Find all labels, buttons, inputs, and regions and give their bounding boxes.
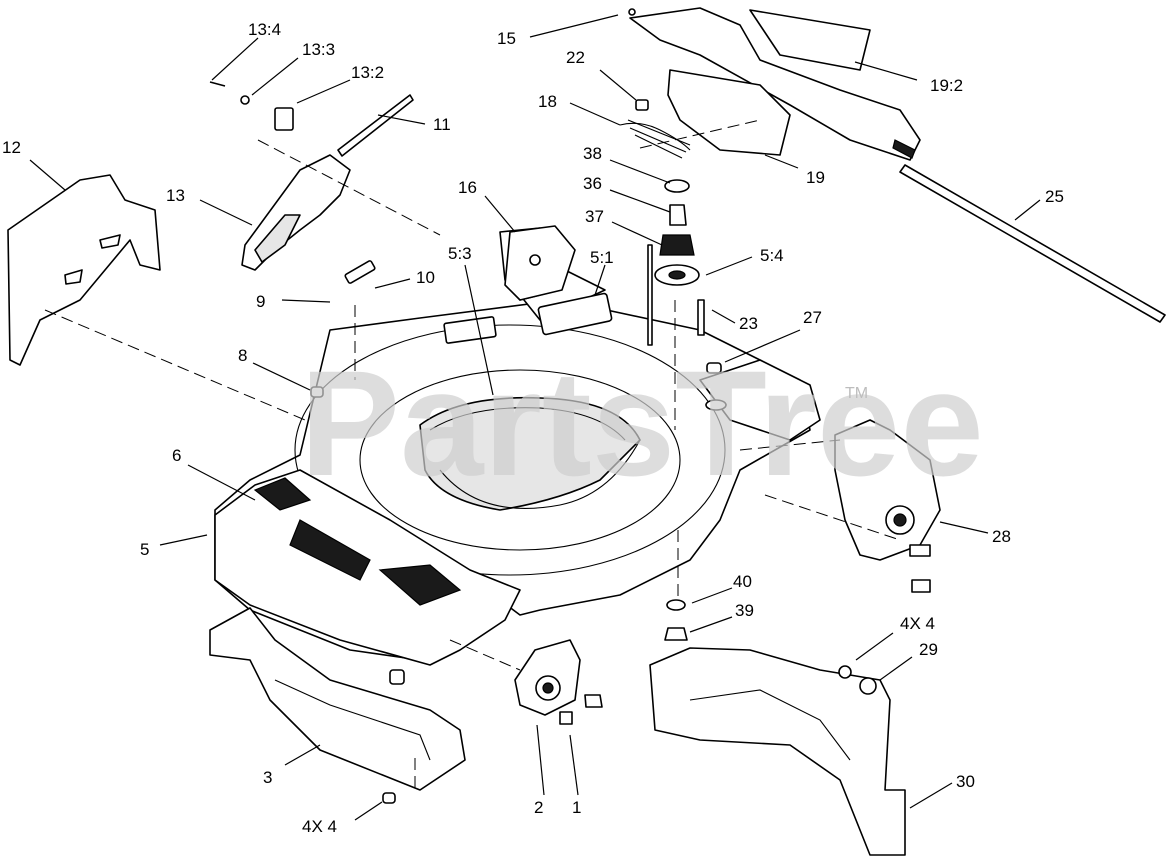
callout-15: 15 (497, 29, 516, 48)
callout-27: 27 (803, 308, 822, 327)
callout-19-2: 19:2 (930, 76, 963, 95)
callout-12: 12 (2, 138, 21, 157)
callout-19: 19 (806, 168, 825, 187)
wheel-bracket-front (514, 639, 603, 725)
watermark-text: PartsTree (300, 339, 984, 507)
callout-13-2: 13:2 (351, 63, 384, 82)
callout-5-1: 5:1 (590, 248, 614, 267)
callout-8: 8 (238, 346, 247, 365)
callout-3: 3 (263, 768, 272, 787)
callout-1: 1 (572, 798, 581, 817)
callout-13: 13 (166, 186, 185, 205)
small-hardware (310, 8, 688, 804)
watermark-trademark: TM (845, 385, 868, 402)
side-discharge-cover (7, 174, 161, 366)
callout-9: 9 (256, 292, 265, 311)
callout-40: 40 (733, 572, 752, 591)
callout-6: 6 (172, 446, 181, 465)
callout-16: 16 (458, 178, 477, 197)
front-baffle (209, 607, 466, 791)
callout-29: 29 (919, 640, 938, 659)
callout-5-4: 5:4 (760, 246, 784, 265)
callout-5-3: 5:3 (448, 244, 472, 263)
rear-bracket (504, 225, 576, 301)
callout-labels: 1 2 3 4X 4 5 5:1 5:3 5:4 6 8 9 10 11 12 … (2, 20, 1064, 836)
watermark: PartsTree TM (300, 339, 984, 507)
callout-4x4-left: 4X 4 (302, 817, 337, 836)
alignment-lines (44, 119, 901, 793)
rear-skirt (649, 647, 906, 856)
callout-30: 30 (956, 772, 975, 791)
callout-25: 25 (1045, 187, 1064, 206)
callout-18: 18 (538, 92, 557, 111)
callout-28: 28 (992, 527, 1011, 546)
rear-axle-rod (899, 164, 1166, 323)
callout-37: 37 (585, 207, 604, 226)
callout-11: 11 (433, 115, 451, 134)
deck-front-panel (214, 469, 521, 666)
callout-39: 39 (735, 601, 754, 620)
callout-36: 36 (583, 174, 602, 193)
rear-discharge-door (629, 7, 921, 161)
callout-2: 2 (534, 798, 543, 817)
callout-23: 23 (739, 314, 758, 333)
spring-and-hardware-stack (619, 99, 727, 411)
rear-height-adjuster-plate (834, 419, 941, 593)
callout-4x4-right: 4X 4 (900, 614, 935, 633)
callout-22: 22 (566, 48, 585, 67)
callout-13-4: 13:4 (248, 20, 281, 39)
callout-5: 5 (140, 540, 149, 559)
height-adjust-lever (209, 81, 414, 271)
callout-10: 10 (416, 268, 435, 287)
callout-38: 38 (583, 144, 602, 163)
callout-13-3: 13:3 (302, 40, 335, 59)
leader-lines (29, 14, 1041, 821)
